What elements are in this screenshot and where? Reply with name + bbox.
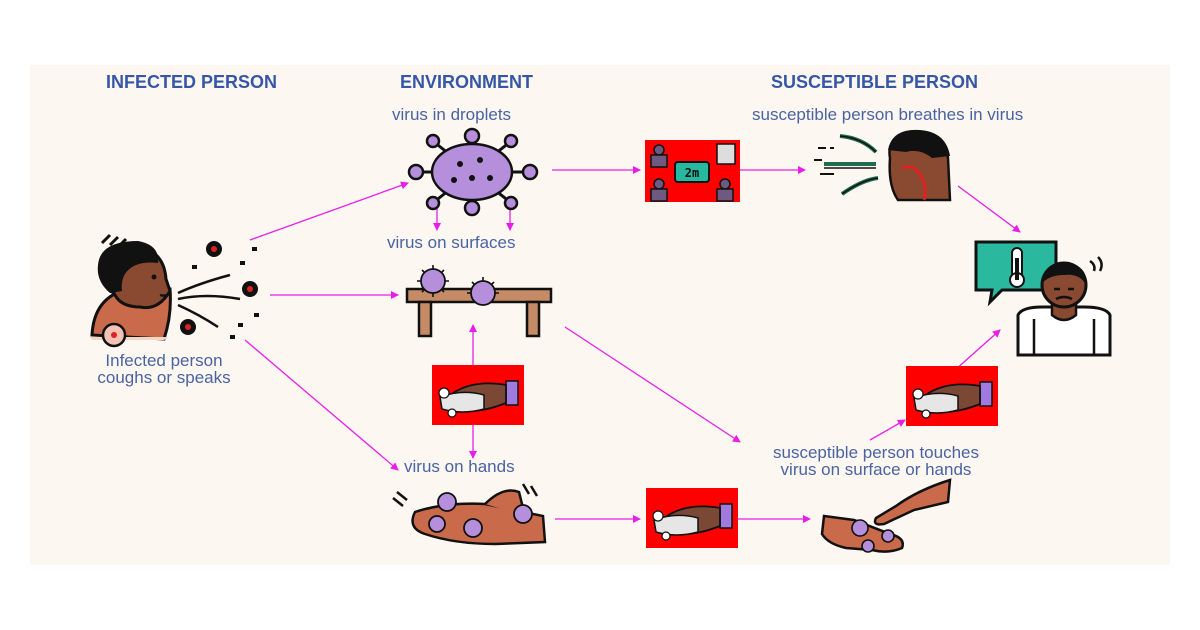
arrow-handwash-to-sick: [954, 329, 1001, 371]
distancing-icon: 2m: [645, 140, 740, 202]
coughing-person-icon: [90, 233, 259, 348]
label-touches-virus: susceptible person touches virus on surf…: [740, 444, 1012, 478]
label-infected-coughs: Infected person coughs or speaks: [78, 352, 250, 386]
label-infected-line2: coughs or speaks: [97, 368, 231, 387]
breathing-person-icon: [814, 129, 952, 202]
arrow-table-to-touches: [564, 326, 741, 443]
virus-icon: [407, 127, 539, 217]
label-virus-on-hands: virus on hands: [404, 457, 515, 476]
table-icon: [405, 265, 553, 338]
header-susceptible-person: SUSCEPTIBLE PERSON: [771, 72, 979, 92]
hands-icon: [392, 483, 547, 546]
touching-hands-icon: [820, 478, 952, 553]
arrow-infected-to-hands: [244, 339, 399, 471]
handwash-icon: [646, 488, 738, 548]
arrow-infected-to-droplets: [249, 181, 409, 241]
label-touches-line1: susceptible person touches: [772, 443, 980, 462]
handwash-icon: [906, 366, 998, 426]
label-infected-line1: Infected person: [105, 351, 223, 370]
handwash-icon: [432, 365, 524, 425]
sick-person-icon: [1016, 256, 1112, 357]
diagram-panel: [30, 65, 1170, 565]
label-breathes-in-virus: susceptible person breathes in virus: [752, 105, 1024, 124]
label-touches-line2: virus on surface or hands: [780, 460, 972, 479]
header-infected-person: INFECTED PERSON: [106, 72, 278, 92]
header-environment: ENVIRONMENT: [400, 72, 534, 92]
arrow-touches-to-handwash: [869, 419, 906, 441]
thermometer-icon: [974, 240, 1058, 307]
label-virus-in-droplets: virus in droplets: [392, 105, 512, 124]
arrow-breathes-to-sick: [957, 185, 1021, 233]
label-virus-on-surfaces: virus on surfaces: [387, 233, 516, 252]
distance-sign-text: 2m: [685, 166, 699, 180]
